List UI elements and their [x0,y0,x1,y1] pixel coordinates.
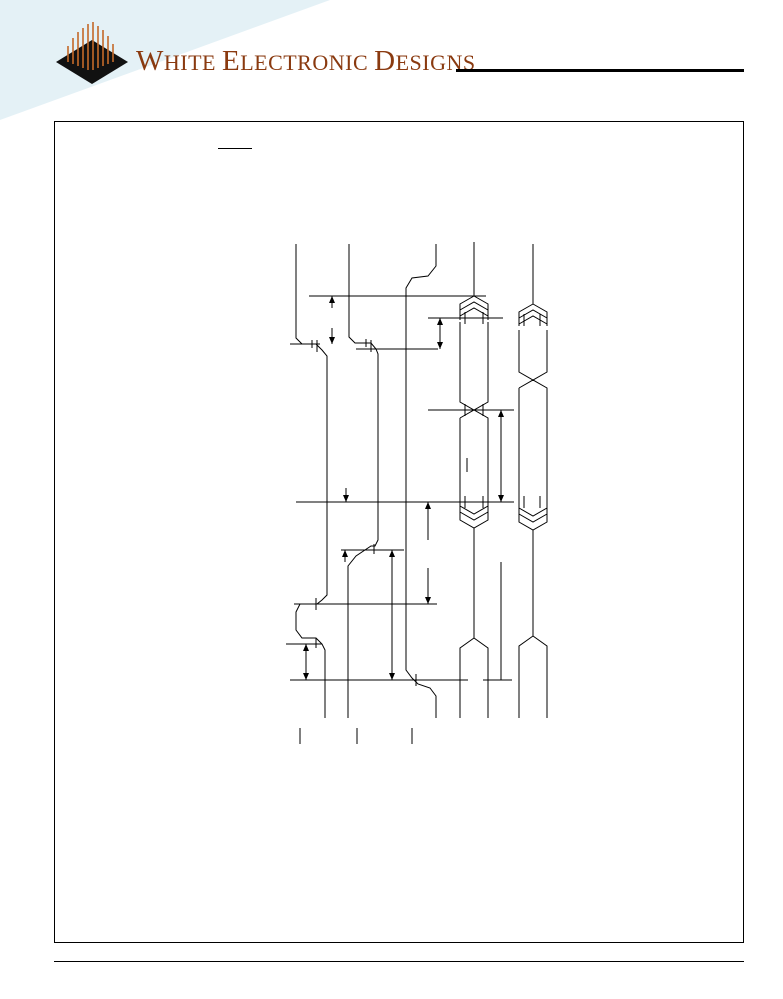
timing-arrowheads [303,296,504,680]
content-frame [54,121,744,943]
brand-part-white: HITE [163,50,216,75]
signal-waveform-1 [295,244,328,718]
brand-name: WHITE ELECTRONIC DESIGNS [136,47,476,76]
brand-initial-e: E [221,45,241,77]
logo-icon [56,22,128,84]
footer-rule [54,961,744,962]
signal-waveform-3 [405,244,437,718]
brand-part-designs: ESIGNS [395,50,476,75]
transition-ticks [311,312,541,686]
brand-initial-w: W [136,45,164,77]
signal-waveform-2 [347,244,379,718]
brand-initial-d: D [374,45,396,77]
brand-part-electronic: LECTRONIC [240,50,369,75]
header-rule [456,69,744,72]
active-low-overbar [218,148,252,149]
data-bus-1 [459,242,489,718]
data-bus-2 [518,244,548,718]
